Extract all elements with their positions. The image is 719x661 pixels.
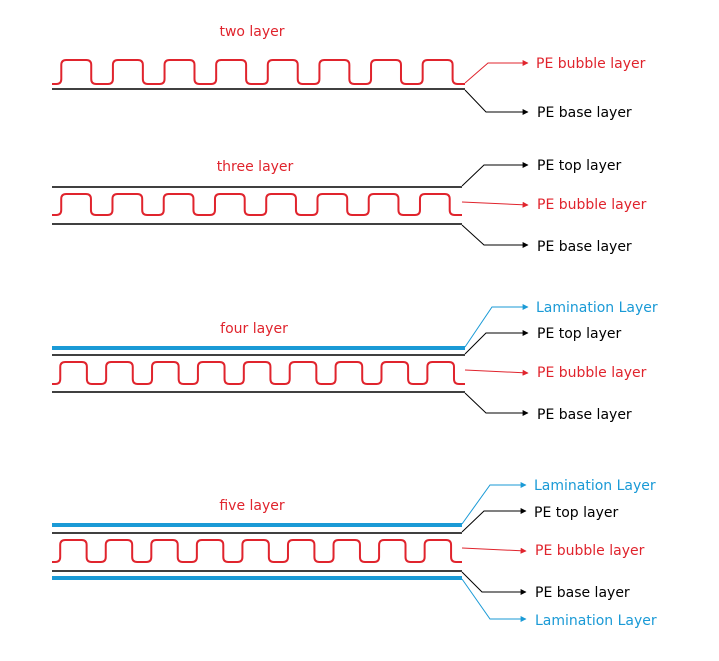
diagram-title: five layer xyxy=(219,498,285,514)
label-pe-bubble-layer: PE bubble layer xyxy=(537,365,647,381)
label-pe-base-layer: PE base layer xyxy=(537,407,632,423)
leader-bubble xyxy=(461,547,527,554)
label-pe-bubble-layer: PE bubble layer xyxy=(535,543,645,559)
leader-lamination-bottom xyxy=(461,578,527,622)
diagram-title: four layer xyxy=(220,321,288,337)
leader-bubble xyxy=(461,201,529,208)
leader-base xyxy=(461,224,529,248)
label-pe-top-layer: PE top layer xyxy=(537,326,621,342)
label-pe-bubble-layer: PE bubble layer xyxy=(536,56,646,72)
leader-bubble xyxy=(464,60,529,84)
label-lamination-layer-bottom: Lamination Layer xyxy=(535,613,657,629)
diagram-three-layer: three layer PE top layer PE bubble layer… xyxy=(52,158,647,255)
leader-base xyxy=(464,392,529,416)
leader-lamination-top xyxy=(461,482,527,525)
diagram-title: two layer xyxy=(219,24,284,40)
label-pe-top-layer: PE top layer xyxy=(534,505,618,521)
pe-bubble-layer-wave xyxy=(52,193,462,216)
label-pe-base-layer: PE base layer xyxy=(537,239,632,255)
leader-top xyxy=(464,330,529,355)
label-lamination-layer-top: Lamination Layer xyxy=(534,478,656,494)
leader-top xyxy=(461,162,529,187)
label-lamination-layer: Lamination Layer xyxy=(536,300,658,316)
leader-base xyxy=(464,89,529,115)
diagram-title: three layer xyxy=(217,159,294,175)
diagram-four-layer: four layer Lamination Layer PE top layer… xyxy=(52,300,658,423)
leader-top xyxy=(461,508,527,533)
pe-bubble-layer-wave xyxy=(52,539,462,563)
leader-lamination xyxy=(464,304,529,348)
label-pe-bubble-layer: PE bubble layer xyxy=(537,197,647,213)
label-pe-base-layer: PE base layer xyxy=(537,105,632,121)
pe-bubble-layer-wave xyxy=(52,59,465,85)
pe-bubble-layer-wave xyxy=(52,361,465,385)
label-pe-top-layer: PE top layer xyxy=(537,158,621,174)
diagram-two-layer: two layer PE bubble layer PE base layer xyxy=(52,24,646,121)
diagram-five-layer: five layer Lamination Layer PE top layer… xyxy=(52,478,657,629)
leader-bubble xyxy=(464,369,529,376)
leader-base xyxy=(461,571,527,595)
label-pe-base-layer: PE base layer xyxy=(535,585,630,601)
